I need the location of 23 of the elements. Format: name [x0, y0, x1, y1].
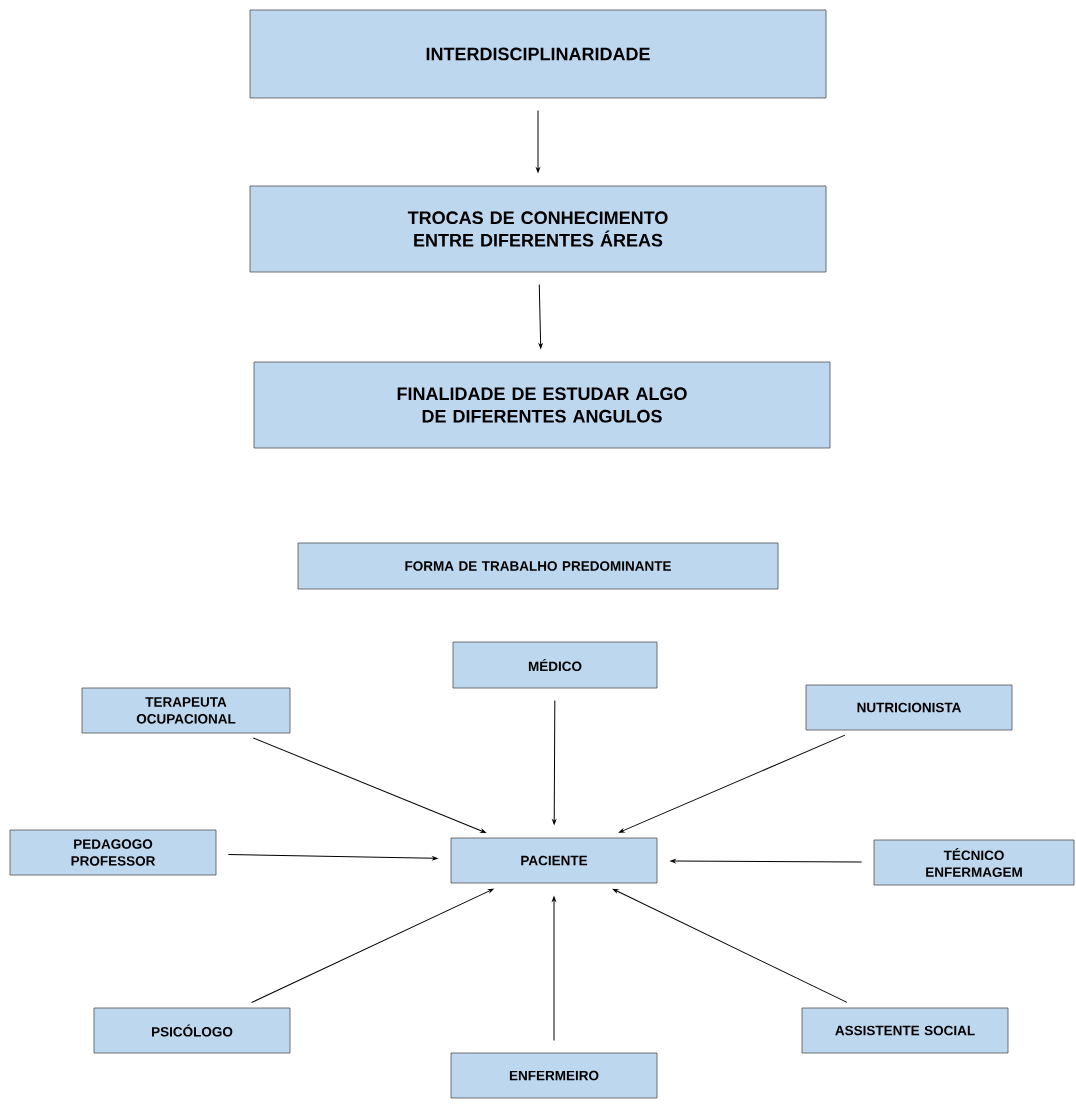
arrow: [538, 283, 543, 349]
arrow: [619, 734, 846, 833]
process-box: MÉDICO: [452, 641, 658, 689]
arrow: [670, 859, 863, 863]
process-box: FORMA DE TRABALHO PREDOMINANTE: [297, 542, 779, 590]
process-box: ENFERMEIRO: [450, 1052, 658, 1099]
process-box: INTERDISCIPLINARIDADE: [249, 9, 827, 99]
arrow: [552, 896, 556, 1042]
process-box: PEDAGOGO PROFESSOR: [9, 829, 217, 876]
process-box: ASSISTENTE SOCIAL: [801, 1007, 1009, 1054]
process-box: TÉCNICO ENFERMAGEM: [873, 839, 1075, 886]
arrow: [252, 737, 486, 833]
process-box: FINALIDADE DE ESTUDAR ALGO DE DIFERENTES ANGULOS: [253, 361, 831, 449]
process-box: NUTRICIONISTA: [805, 684, 1013, 731]
process-box: TERAPEUTA OCUPACIONAL: [81, 687, 291, 734]
arrow: [227, 854, 438, 861]
arrow: [251, 888, 494, 1003]
process-box: TROCAS DE CONHECIMENTO ENTRE DIFERENTES ÁREAS: [249, 185, 827, 273]
arrow: [536, 109, 540, 173]
process-box: PACIENTE: [450, 837, 658, 884]
arrow: [552, 699, 557, 825]
process-box: PSICÓLOGO: [93, 1007, 291, 1054]
arrow: [612, 888, 848, 1003]
